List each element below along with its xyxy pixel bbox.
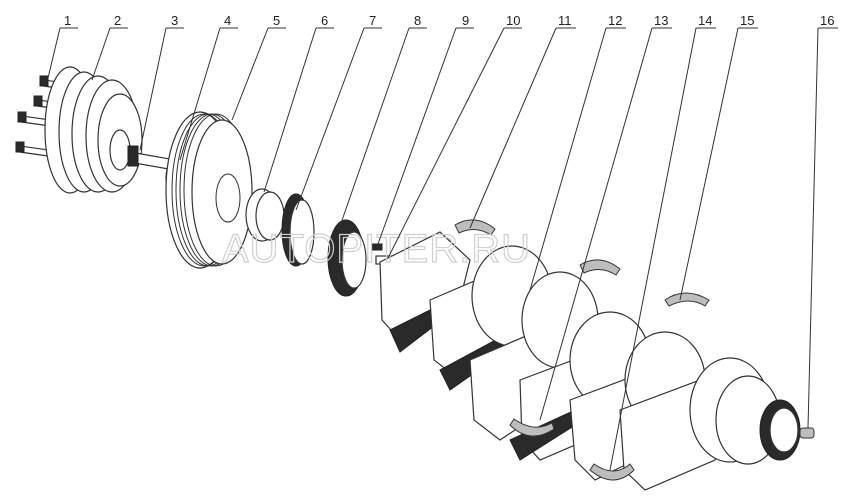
part-5-damper-pulley: [165, 111, 253, 269]
part-labels: 1 2 3 4 5 6 7 8 9 10 11 12 13 14 15 16: [64, 13, 834, 28]
watermark: AUTOPITER.RU: [222, 227, 531, 271]
label-13: 13: [654, 13, 668, 28]
bearing-shells: [454, 219, 710, 481]
part-16-pin: [799, 427, 815, 439]
part-8-gear: [327, 219, 367, 297]
part-7-gear: [281, 193, 315, 267]
leader-lines: [47, 27, 838, 471]
crankshaft: [379, 231, 801, 491]
label-2: 2: [114, 13, 121, 28]
part-6-spacer: [245, 188, 285, 242]
label-10: 10: [506, 13, 520, 28]
label-3: 3: [171, 13, 178, 28]
label-12: 12: [608, 13, 622, 28]
label-6: 6: [321, 13, 328, 28]
label-8: 8: [414, 13, 421, 28]
label-9: 9: [462, 13, 469, 28]
part-2-pulley: [44, 66, 143, 194]
label-15: 15: [740, 13, 754, 28]
label-5: 5: [273, 13, 280, 28]
label-11: 11: [558, 13, 572, 28]
label-7: 7: [369, 13, 376, 28]
label-1: 1: [64, 13, 71, 28]
label-4: 4: [224, 13, 231, 28]
label-16: 16: [820, 13, 834, 28]
label-14: 14: [698, 13, 712, 28]
